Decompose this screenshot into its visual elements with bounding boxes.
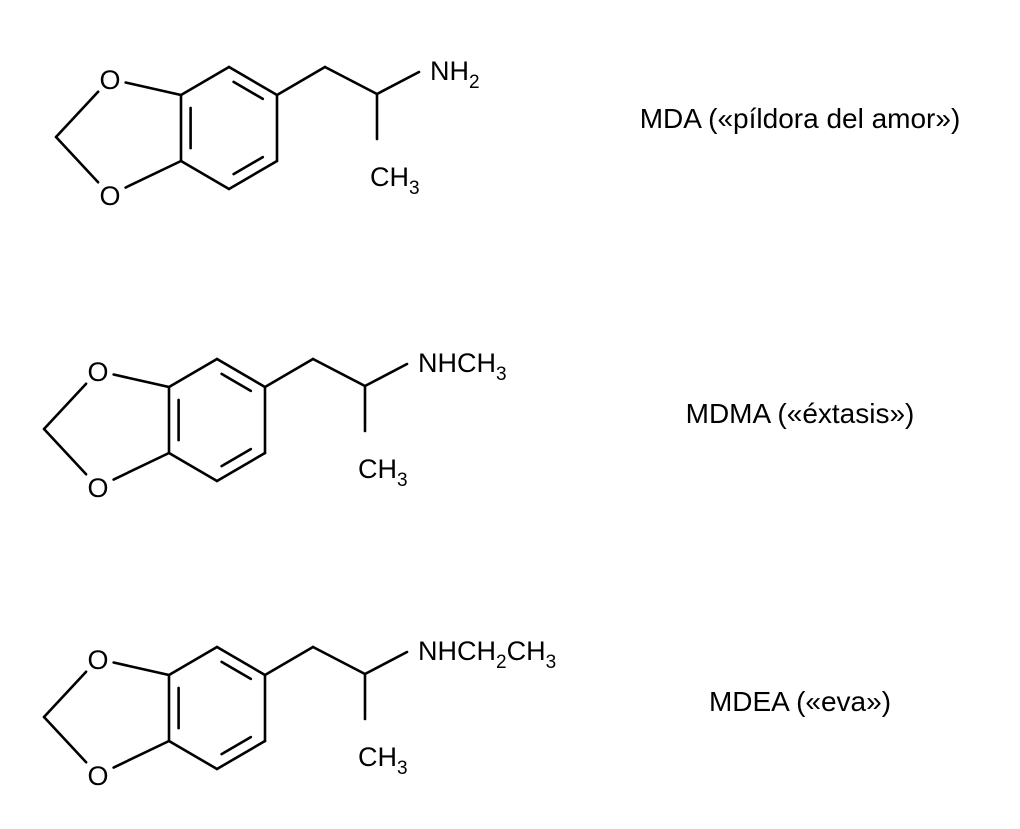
formula-part: CH <box>370 162 409 192</box>
methyl-group: CH3 <box>370 162 420 199</box>
formula-part: NH <box>430 56 469 86</box>
oxygen-bond <box>42 382 88 431</box>
formula-part: CH <box>507 636 546 666</box>
subscript: 2 <box>496 652 507 673</box>
subscript: 3 <box>496 364 507 385</box>
oxygen-atom: O <box>99 181 120 211</box>
oxygen-atom: O <box>87 357 108 387</box>
ring-bond <box>215 645 267 677</box>
oxygen-bond <box>42 670 88 719</box>
double-bond-line <box>220 735 253 756</box>
chain-bond <box>311 645 367 676</box>
ring-bond <box>167 451 219 483</box>
double-bond-line <box>220 447 253 468</box>
methyl-group: CH3 <box>358 742 408 779</box>
amine-bond <box>375 70 421 96</box>
ring-bond <box>227 65 279 97</box>
oxygen-bond <box>42 715 88 764</box>
amine-bond <box>363 650 409 676</box>
amine-group: NHCH2CH3 <box>418 636 556 673</box>
double-bond-line <box>220 660 253 681</box>
ring-bond <box>227 159 279 191</box>
chain-bond <box>311 357 367 388</box>
subscript: 3 <box>409 178 420 199</box>
formula-part: CH <box>358 454 397 484</box>
ring-bond <box>215 357 267 389</box>
oxygen-bond <box>112 739 171 769</box>
ring-bond <box>215 451 267 483</box>
ring-bond <box>167 357 219 389</box>
oxygen-bond <box>112 373 171 389</box>
formula-part: CH <box>358 742 397 772</box>
compound-label: MDMA («éxtasis») <box>686 398 915 429</box>
amine-group: NHCH3 <box>418 348 507 385</box>
oxygen-bond <box>54 90 100 139</box>
subscript: 3 <box>397 470 408 491</box>
oxygen-atom: O <box>87 473 108 503</box>
subscript: 3 <box>397 758 408 779</box>
chain-bond <box>263 357 315 389</box>
double-bond-line <box>232 80 265 101</box>
methyl-group: CH3 <box>358 454 408 491</box>
ring-bond <box>215 739 267 771</box>
oxygen-atom: O <box>87 761 108 791</box>
compound-label: MDA («píldora del amor») <box>640 103 961 134</box>
formula-part: NHCH <box>418 348 496 378</box>
oxygen-atom: O <box>99 65 120 95</box>
ring-bond <box>179 159 231 191</box>
subscript: 3 <box>546 652 557 673</box>
subscript: 2 <box>469 72 480 93</box>
oxygen-bond <box>42 427 88 476</box>
chain-bond <box>323 65 379 96</box>
ring-bond <box>167 645 219 677</box>
chain-bond <box>275 65 327 97</box>
chain-bond <box>263 645 315 677</box>
amine-bond <box>363 362 409 388</box>
double-bond-line <box>220 372 253 393</box>
oxygen-bond <box>112 661 171 677</box>
ring-bond <box>179 65 231 97</box>
ring-bond <box>167 739 219 771</box>
oxygen-bond <box>112 451 171 481</box>
compound-label: MDEA («eva») <box>709 686 891 717</box>
oxygen-bond <box>124 81 183 97</box>
formula-part: NHCH <box>418 636 496 666</box>
oxygen-atom: O <box>87 645 108 675</box>
double-bond-line <box>232 155 265 176</box>
amine-group: NH2 <box>430 56 480 93</box>
oxygen-bond <box>54 135 100 184</box>
oxygen-bond <box>124 159 183 189</box>
